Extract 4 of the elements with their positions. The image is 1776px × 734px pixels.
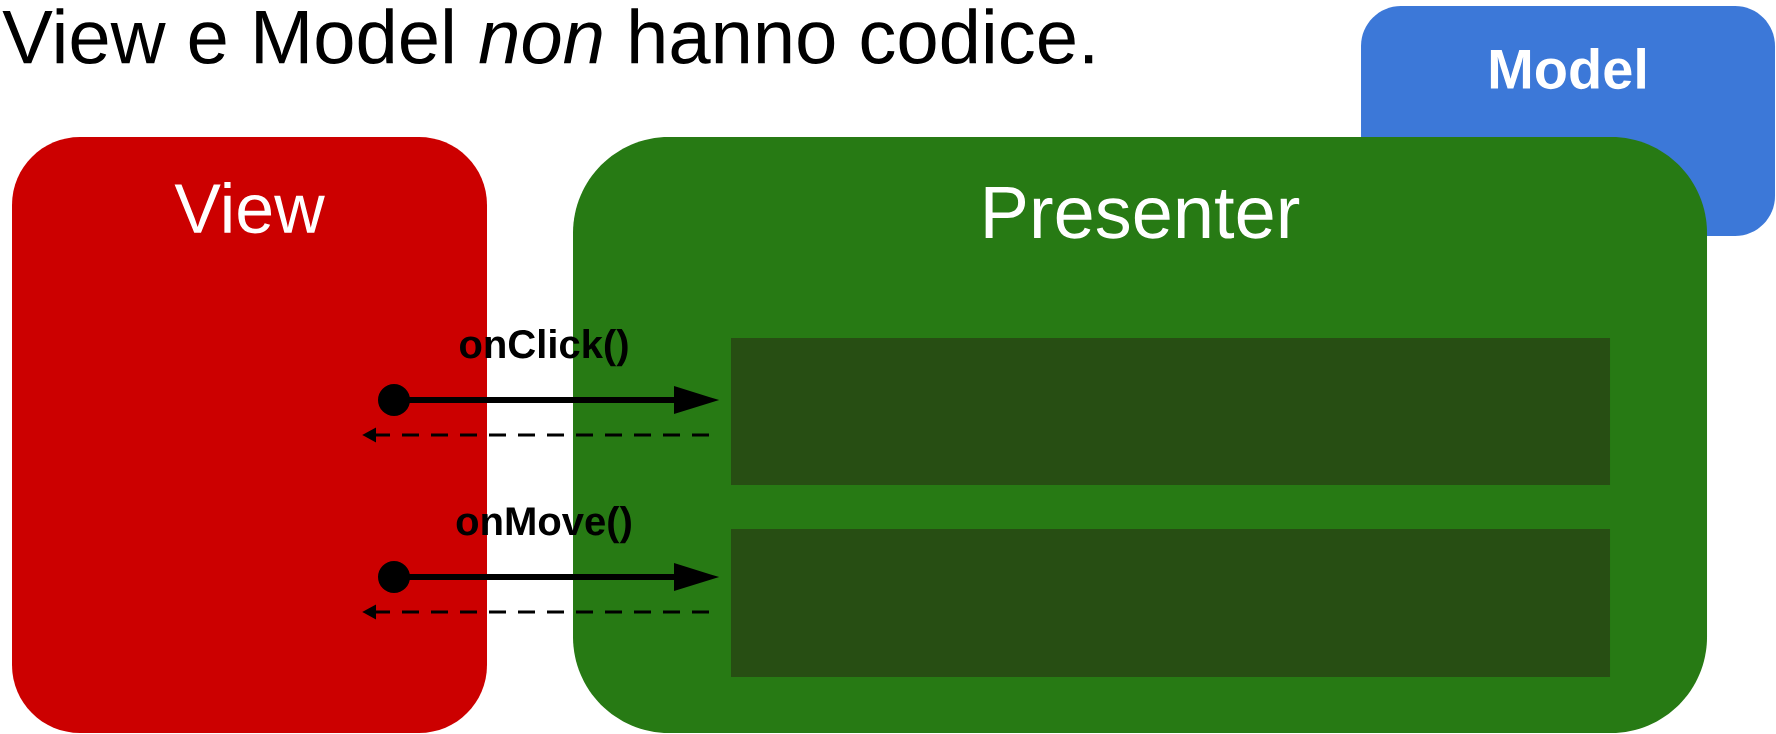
inner-box xyxy=(731,338,1610,485)
inner-box xyxy=(731,529,1610,677)
title: View e Model non hanno codice. xyxy=(2,8,1093,64)
edge-label: onMove() xyxy=(456,506,631,544)
